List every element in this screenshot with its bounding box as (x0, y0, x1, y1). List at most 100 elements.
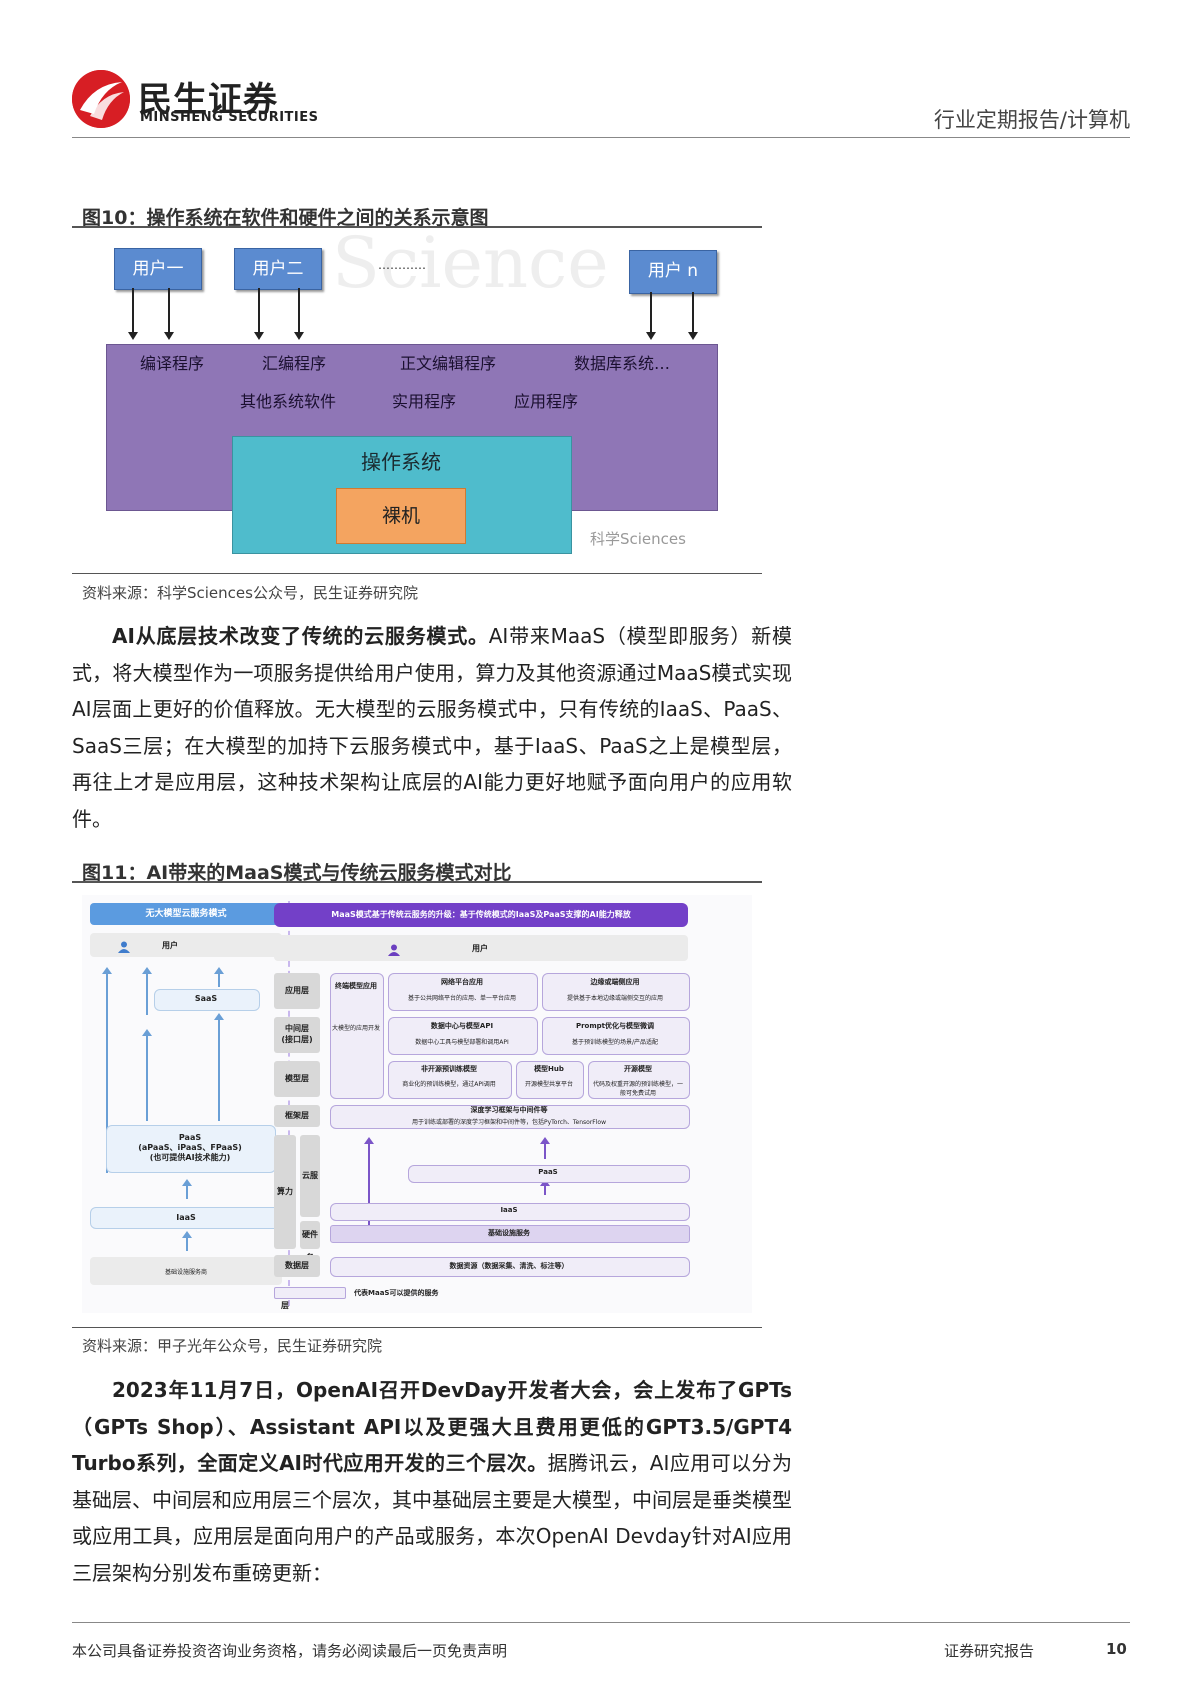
sw-assembler: 汇编程序 (262, 354, 327, 373)
company-logo (72, 70, 130, 128)
figure11-diagram: 无大模型云服务模式 用户 SaaS PaaS (aPaaS、iPaaS、FPaa… (82, 895, 752, 1313)
figure11-title: 图11：AI带来的MaaS模式与传统云服务模式对比 (82, 862, 512, 884)
model-closed-label: 非开源预训练模型 (421, 1065, 477, 1073)
hardware-box: 裸机 (336, 488, 466, 544)
os-label: 操作系统 (361, 450, 441, 474)
model-hub-label: 模型Hub (534, 1065, 564, 1073)
app-edge-label: 边缘或端侧应用 (590, 978, 640, 986)
company-name-cn: 民生证券 (138, 80, 278, 120)
arrow (214, 1013, 224, 1121)
sw-compiler: 编译程序 (140, 354, 205, 373)
header-divider (72, 137, 1130, 138)
layer-data: 数据层 (274, 1255, 320, 1277)
arrow (254, 288, 264, 340)
arrow (128, 288, 138, 340)
model-hub-box (516, 1061, 584, 1099)
user-box-1: 用户一 (114, 248, 202, 290)
right-data-label: 数据资源（数据采集、清洗、标注等） (449, 1262, 569, 1270)
layer-middle: 中间层 (接口层) (274, 1017, 320, 1053)
app-platform-sub: 基于公共网络平台的应用、单一平台应用 (407, 995, 516, 1002)
paragraph-2-lead: 2023年11月7日，OpenAI召开DevDay开发者大会，会上发布了GPTs… (72, 1378, 792, 1475)
model-open-sub: 代码及权重开源的预训练模型，一般可免费试用 (592, 1081, 683, 1097)
mid-api-box (388, 1017, 538, 1055)
figure10-title: 图10：操作系统在软件和硬件之间的关系示意图 (82, 207, 489, 229)
app-vertical-label: 终端模型应用 (335, 982, 377, 990)
arrow (102, 967, 112, 1173)
left-iaas-label: IaaS (176, 1213, 196, 1222)
left-paas-box (106, 1125, 276, 1173)
model-hub-sub: 开源模型共享平台 (524, 1081, 573, 1088)
app-vertical-sub: 大模型的应用开发 (332, 1025, 381, 1032)
right-paas-label: PaaS (538, 1168, 558, 1176)
user-box-2: 用户二 (234, 248, 322, 290)
arrow (540, 1137, 550, 1159)
figure10-brand-watermark: 科学Sciences (590, 530, 686, 548)
paragraph-1: AI从底层技术改变了传统的云服务模式。AI带来MaaS（模型即服务）新模式，将大… (72, 618, 792, 837)
company-name-en: MINSHENG SECURITIES (140, 110, 319, 125)
paragraph-2-body: 据腾讯云，AI应用可以分为基础层、中间层和应用层三个层次，其中基础层主要是大模型… (72, 1451, 792, 1585)
right-user-label: 用户 (472, 944, 488, 953)
left-user-label: 用户 (162, 941, 178, 950)
arrow (688, 292, 698, 340)
mid-prompt-label: Prompt优化与模型微调 (575, 1022, 655, 1030)
model-closed-sub: 商业化的预训练模型，通过API调用 (402, 1081, 496, 1088)
figure11-title-rule (72, 881, 762, 883)
right-paas-box (408, 1165, 690, 1183)
paragraph-1-lead: AI从底层技术改变了传统的云服务模式。 (112, 624, 489, 648)
right-infra-label: 基础设施服务 (488, 1229, 530, 1237)
user-ellipsis: ………… (378, 258, 426, 272)
column-divider (288, 901, 290, 1306)
right-iaas-label: IaaS (500, 1206, 518, 1214)
left-saas-box (154, 989, 260, 1011)
sw-other-system: 其他系统软件 (240, 392, 337, 411)
arrow (214, 967, 224, 987)
layer-compute: 算力层 (274, 1135, 296, 1310)
user-icon (118, 938, 130, 953)
left-header: 无大模型云服务模式 (90, 903, 282, 925)
right-infra-box (330, 1225, 690, 1243)
user-box-n: 用户 n (629, 250, 717, 294)
figure10-diagram: Science 用户一 用户二 ………… 用户 n 编译程序 汇编程序 正文编辑… (72, 222, 762, 573)
left-infra-box (90, 1257, 282, 1285)
app-vertical-box (330, 973, 384, 1099)
mid-prompt-box (542, 1017, 690, 1055)
framework-sub: 用于训练或部署的深度学习框架和中间件等，包括PyTorch、TensorFlow (411, 1119, 607, 1126)
arrow (182, 1179, 192, 1199)
sw-application: 应用程序 (514, 392, 579, 411)
right-data-box (330, 1257, 690, 1277)
paragraph-1-body: AI带来MaaS（模型即服务）新模式，将大模型作为一项服务提供给用户使用，算力及… (72, 624, 793, 831)
arrow (182, 1231, 192, 1251)
app-platform-label: 网络平台应用 (441, 978, 483, 986)
sw-database: 数据库系统… (574, 354, 671, 373)
figure10-watermark-text: Science (332, 222, 609, 304)
framework-label: 深度学习框架与中间件等 (470, 1106, 548, 1114)
left-paas-label: PaaS (aPaaS、iPaaS、FPaaS) (也可提供AI技术能力) (138, 1133, 242, 1162)
layer-hardware: 硬件 (300, 1221, 320, 1249)
footer-divider (72, 1622, 1130, 1623)
arrow (540, 1179, 550, 1195)
app-edge-sub: 提供基于本地边缘或端侧交互的应用 (566, 995, 663, 1002)
arrow (142, 967, 152, 1015)
right-user-box (274, 935, 688, 961)
model-open-box (588, 1061, 690, 1099)
legend-swatch (274, 1287, 346, 1299)
footer-disclaimer: 本公司具备证券投资咨询业务资格，请务必阅读最后一页免责声明 (72, 1642, 508, 1660)
footer-doc-type: 证券研究报告 (944, 1642, 1035, 1660)
app-platform-box (388, 973, 538, 1011)
right-header: MaaS模式基于传统云服务的升级：基于传统模式的IaaS及PaaS支撑的AI能力… (274, 903, 688, 927)
arrow (294, 288, 304, 340)
layer-model: 模型层 (274, 1061, 320, 1097)
arrow (646, 292, 656, 340)
figure11-source-rule (72, 1327, 762, 1328)
app-edge-box (542, 973, 690, 1011)
left-infra-label: 基础设施服务商 (164, 1269, 207, 1276)
report-type: 行业定期报告/计算机 (933, 108, 1130, 132)
figure10-source: 资料来源：科学Sciences公众号，民生证券研究院 (82, 584, 418, 602)
right-iaas-box (330, 1203, 690, 1221)
model-open-label: 开源模型 (624, 1065, 652, 1073)
figure10-source-rule (72, 573, 762, 574)
layer-app: 应用层 (274, 973, 320, 1009)
mid-api-sub: 数据中心工具与模型部署和调用API (415, 1039, 509, 1046)
sw-text-editor: 正文编辑程序 (400, 354, 497, 373)
figure10-title-rule (72, 226, 762, 228)
